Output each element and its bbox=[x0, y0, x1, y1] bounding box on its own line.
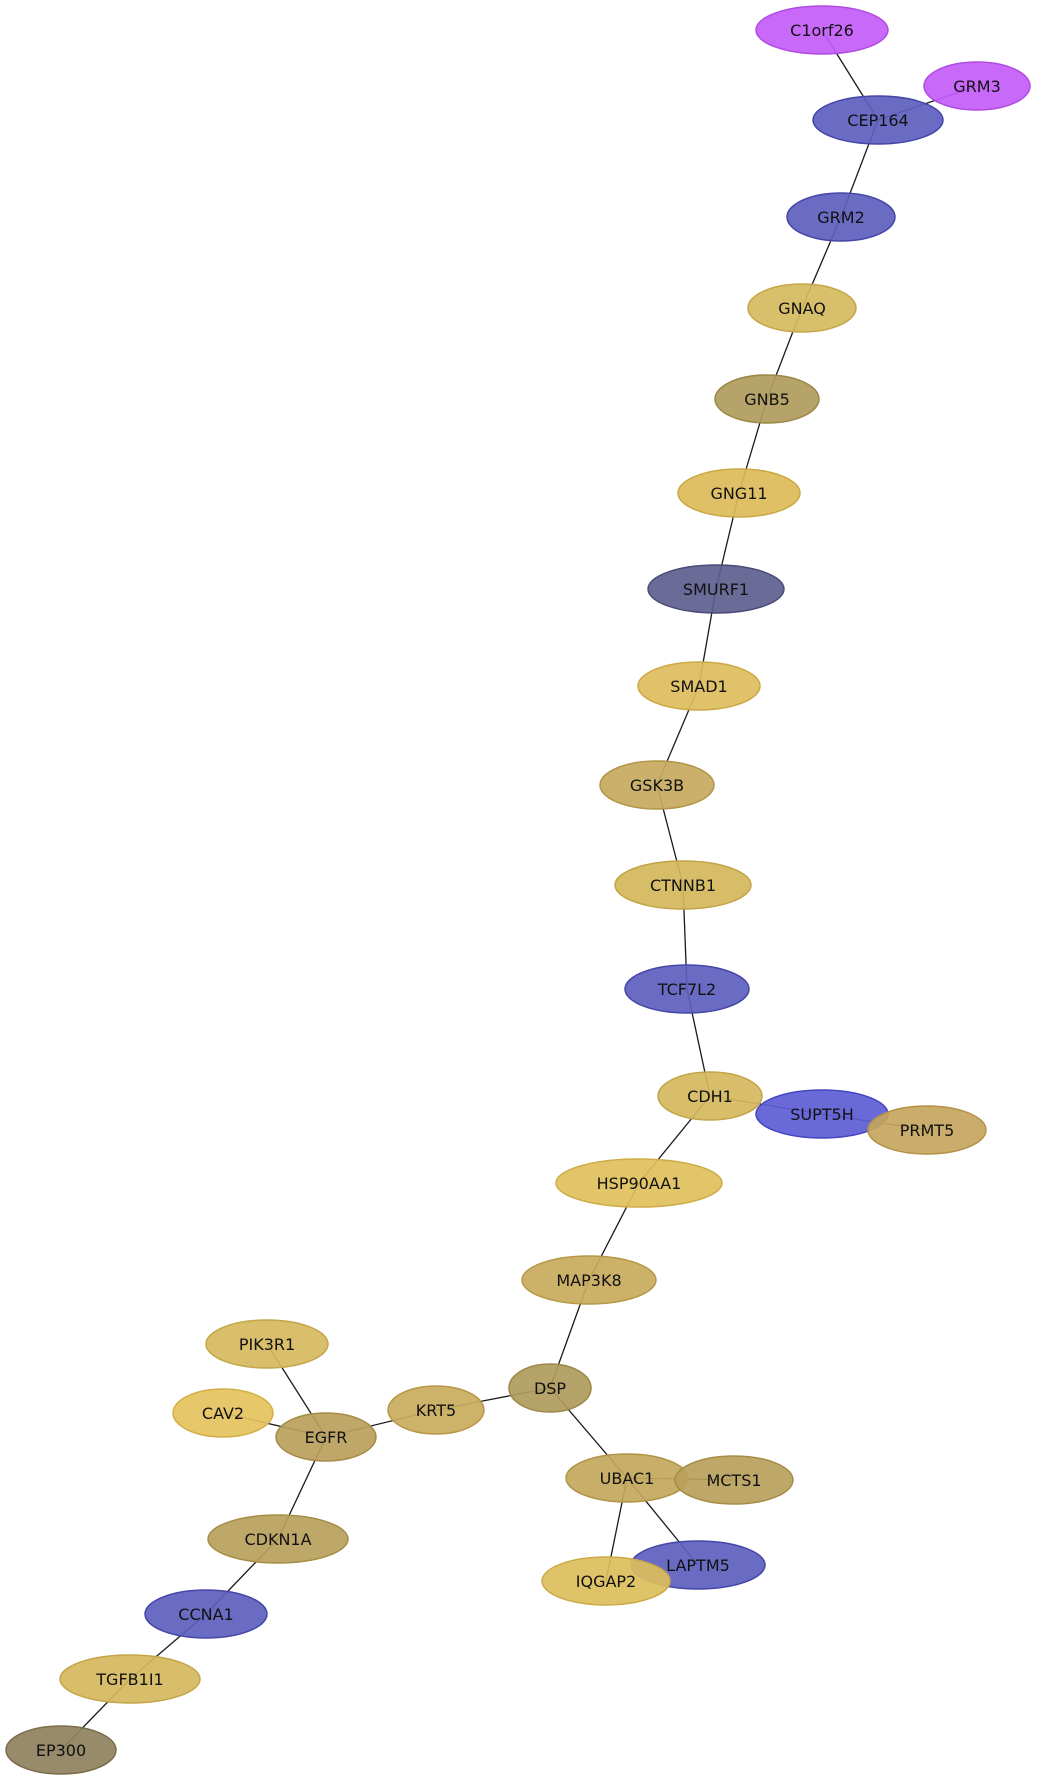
node-label: MCTS1 bbox=[706, 1471, 761, 1490]
node-shape bbox=[657, 1071, 763, 1121]
node-shape bbox=[5, 1725, 117, 1775]
node-smurf1[interactable]: SMURF1 bbox=[647, 564, 785, 614]
node-shape bbox=[714, 374, 820, 424]
node-shape bbox=[207, 1514, 349, 1564]
node-shape bbox=[275, 1412, 377, 1462]
node-shape bbox=[677, 468, 801, 518]
node-cdkn1a[interactable]: CDKN1A bbox=[207, 1514, 349, 1564]
node-shape bbox=[747, 283, 857, 333]
node-cav2[interactable]: CAV2 bbox=[172, 1388, 274, 1438]
node-label: CDH1 bbox=[687, 1087, 733, 1106]
node-ep300[interactable]: EP300 bbox=[5, 1725, 117, 1775]
node-label: MAP3K8 bbox=[556, 1271, 621, 1290]
node-shape bbox=[624, 964, 750, 1014]
node-krt5[interactable]: KRT5 bbox=[387, 1385, 485, 1435]
node-shape bbox=[205, 1319, 329, 1369]
node-label: DSP bbox=[534, 1379, 566, 1398]
node-label: UBAC1 bbox=[600, 1469, 655, 1488]
node-iqgap2[interactable]: IQGAP2 bbox=[541, 1556, 671, 1606]
node-shape bbox=[786, 192, 896, 242]
node-hsp90aa1[interactable]: HSP90AA1 bbox=[555, 1158, 723, 1208]
node-label: GNB5 bbox=[744, 390, 790, 409]
node-shape bbox=[172, 1388, 274, 1438]
node-shape bbox=[555, 1158, 723, 1208]
node-prmt5[interactable]: PRMT5 bbox=[867, 1105, 987, 1155]
node-shape bbox=[923, 61, 1031, 111]
node-ubac1[interactable]: UBAC1 bbox=[565, 1453, 689, 1503]
node-smad1[interactable]: SMAD1 bbox=[637, 661, 761, 711]
node-label: CTNNB1 bbox=[650, 876, 716, 895]
node-label: KRT5 bbox=[416, 1401, 456, 1420]
node-label: IQGAP2 bbox=[576, 1572, 636, 1591]
node-cep164[interactable]: CEP164 bbox=[812, 95, 944, 145]
node-shape bbox=[387, 1385, 485, 1435]
node-gsk3b[interactable]: GSK3B bbox=[599, 760, 715, 810]
node-shape bbox=[637, 661, 761, 711]
node-label: CAV2 bbox=[202, 1404, 244, 1423]
node-label: LAPTM5 bbox=[666, 1556, 730, 1575]
node-label: PRMT5 bbox=[900, 1121, 955, 1140]
node-label: EGFR bbox=[305, 1428, 348, 1447]
node-label: CCNA1 bbox=[178, 1605, 233, 1624]
node-grm2[interactable]: GRM2 bbox=[786, 192, 896, 242]
node-label: SMAD1 bbox=[670, 677, 727, 696]
node-label: TCF7L2 bbox=[657, 980, 716, 999]
node-label: C1orf26 bbox=[790, 21, 854, 40]
node-label: PIK3R1 bbox=[239, 1335, 295, 1354]
node-label: GRM2 bbox=[817, 208, 865, 227]
node-gnb5[interactable]: GNB5 bbox=[714, 374, 820, 424]
node-shape bbox=[144, 1589, 268, 1639]
node-gng11[interactable]: GNG11 bbox=[677, 468, 801, 518]
node-shape bbox=[599, 760, 715, 810]
edges-layer bbox=[60, 29, 978, 1751]
node-label: SUPT5H bbox=[790, 1105, 854, 1124]
node-egfr[interactable]: EGFR bbox=[275, 1412, 377, 1462]
node-pik3r1[interactable]: PIK3R1 bbox=[205, 1319, 329, 1369]
node-shape bbox=[755, 5, 889, 55]
node-label: EP300 bbox=[36, 1741, 86, 1760]
node-tcf7l2[interactable]: TCF7L2 bbox=[624, 964, 750, 1014]
node-shape bbox=[59, 1654, 201, 1704]
node-cdh1[interactable]: CDH1 bbox=[657, 1071, 763, 1121]
node-label: GRM3 bbox=[953, 77, 1001, 96]
node-ccna1[interactable]: CCNA1 bbox=[144, 1589, 268, 1639]
node-ctnnb1[interactable]: CTNNB1 bbox=[614, 860, 752, 910]
node-label: GNAQ bbox=[778, 299, 826, 318]
node-label: CDKN1A bbox=[244, 1530, 311, 1549]
node-map3k8[interactable]: MAP3K8 bbox=[521, 1255, 657, 1305]
node-tgfb1i1[interactable]: TGFB1I1 bbox=[59, 1654, 201, 1704]
node-shape bbox=[508, 1363, 592, 1413]
node-shape bbox=[614, 860, 752, 910]
node-shape bbox=[647, 564, 785, 614]
node-shape bbox=[674, 1455, 794, 1505]
node-label: SMURF1 bbox=[683, 580, 749, 599]
node-shape bbox=[867, 1105, 987, 1155]
node-label: TGFB1I1 bbox=[95, 1670, 163, 1689]
node-dsp[interactable]: DSP bbox=[508, 1363, 592, 1413]
node-shape bbox=[812, 95, 944, 145]
node-c1orf26[interactable]: C1orf26 bbox=[755, 5, 889, 55]
node-shape bbox=[541, 1556, 671, 1606]
node-gnaq[interactable]: GNAQ bbox=[747, 283, 857, 333]
node-grm3[interactable]: GRM3 bbox=[923, 61, 1031, 111]
node-label: GSK3B bbox=[630, 776, 684, 795]
node-mcts1[interactable]: MCTS1 bbox=[674, 1455, 794, 1505]
node-shape bbox=[521, 1255, 657, 1305]
node-label: GNG11 bbox=[710, 484, 767, 503]
node-label: CEP164 bbox=[847, 111, 908, 130]
node-label: HSP90AA1 bbox=[597, 1174, 682, 1193]
